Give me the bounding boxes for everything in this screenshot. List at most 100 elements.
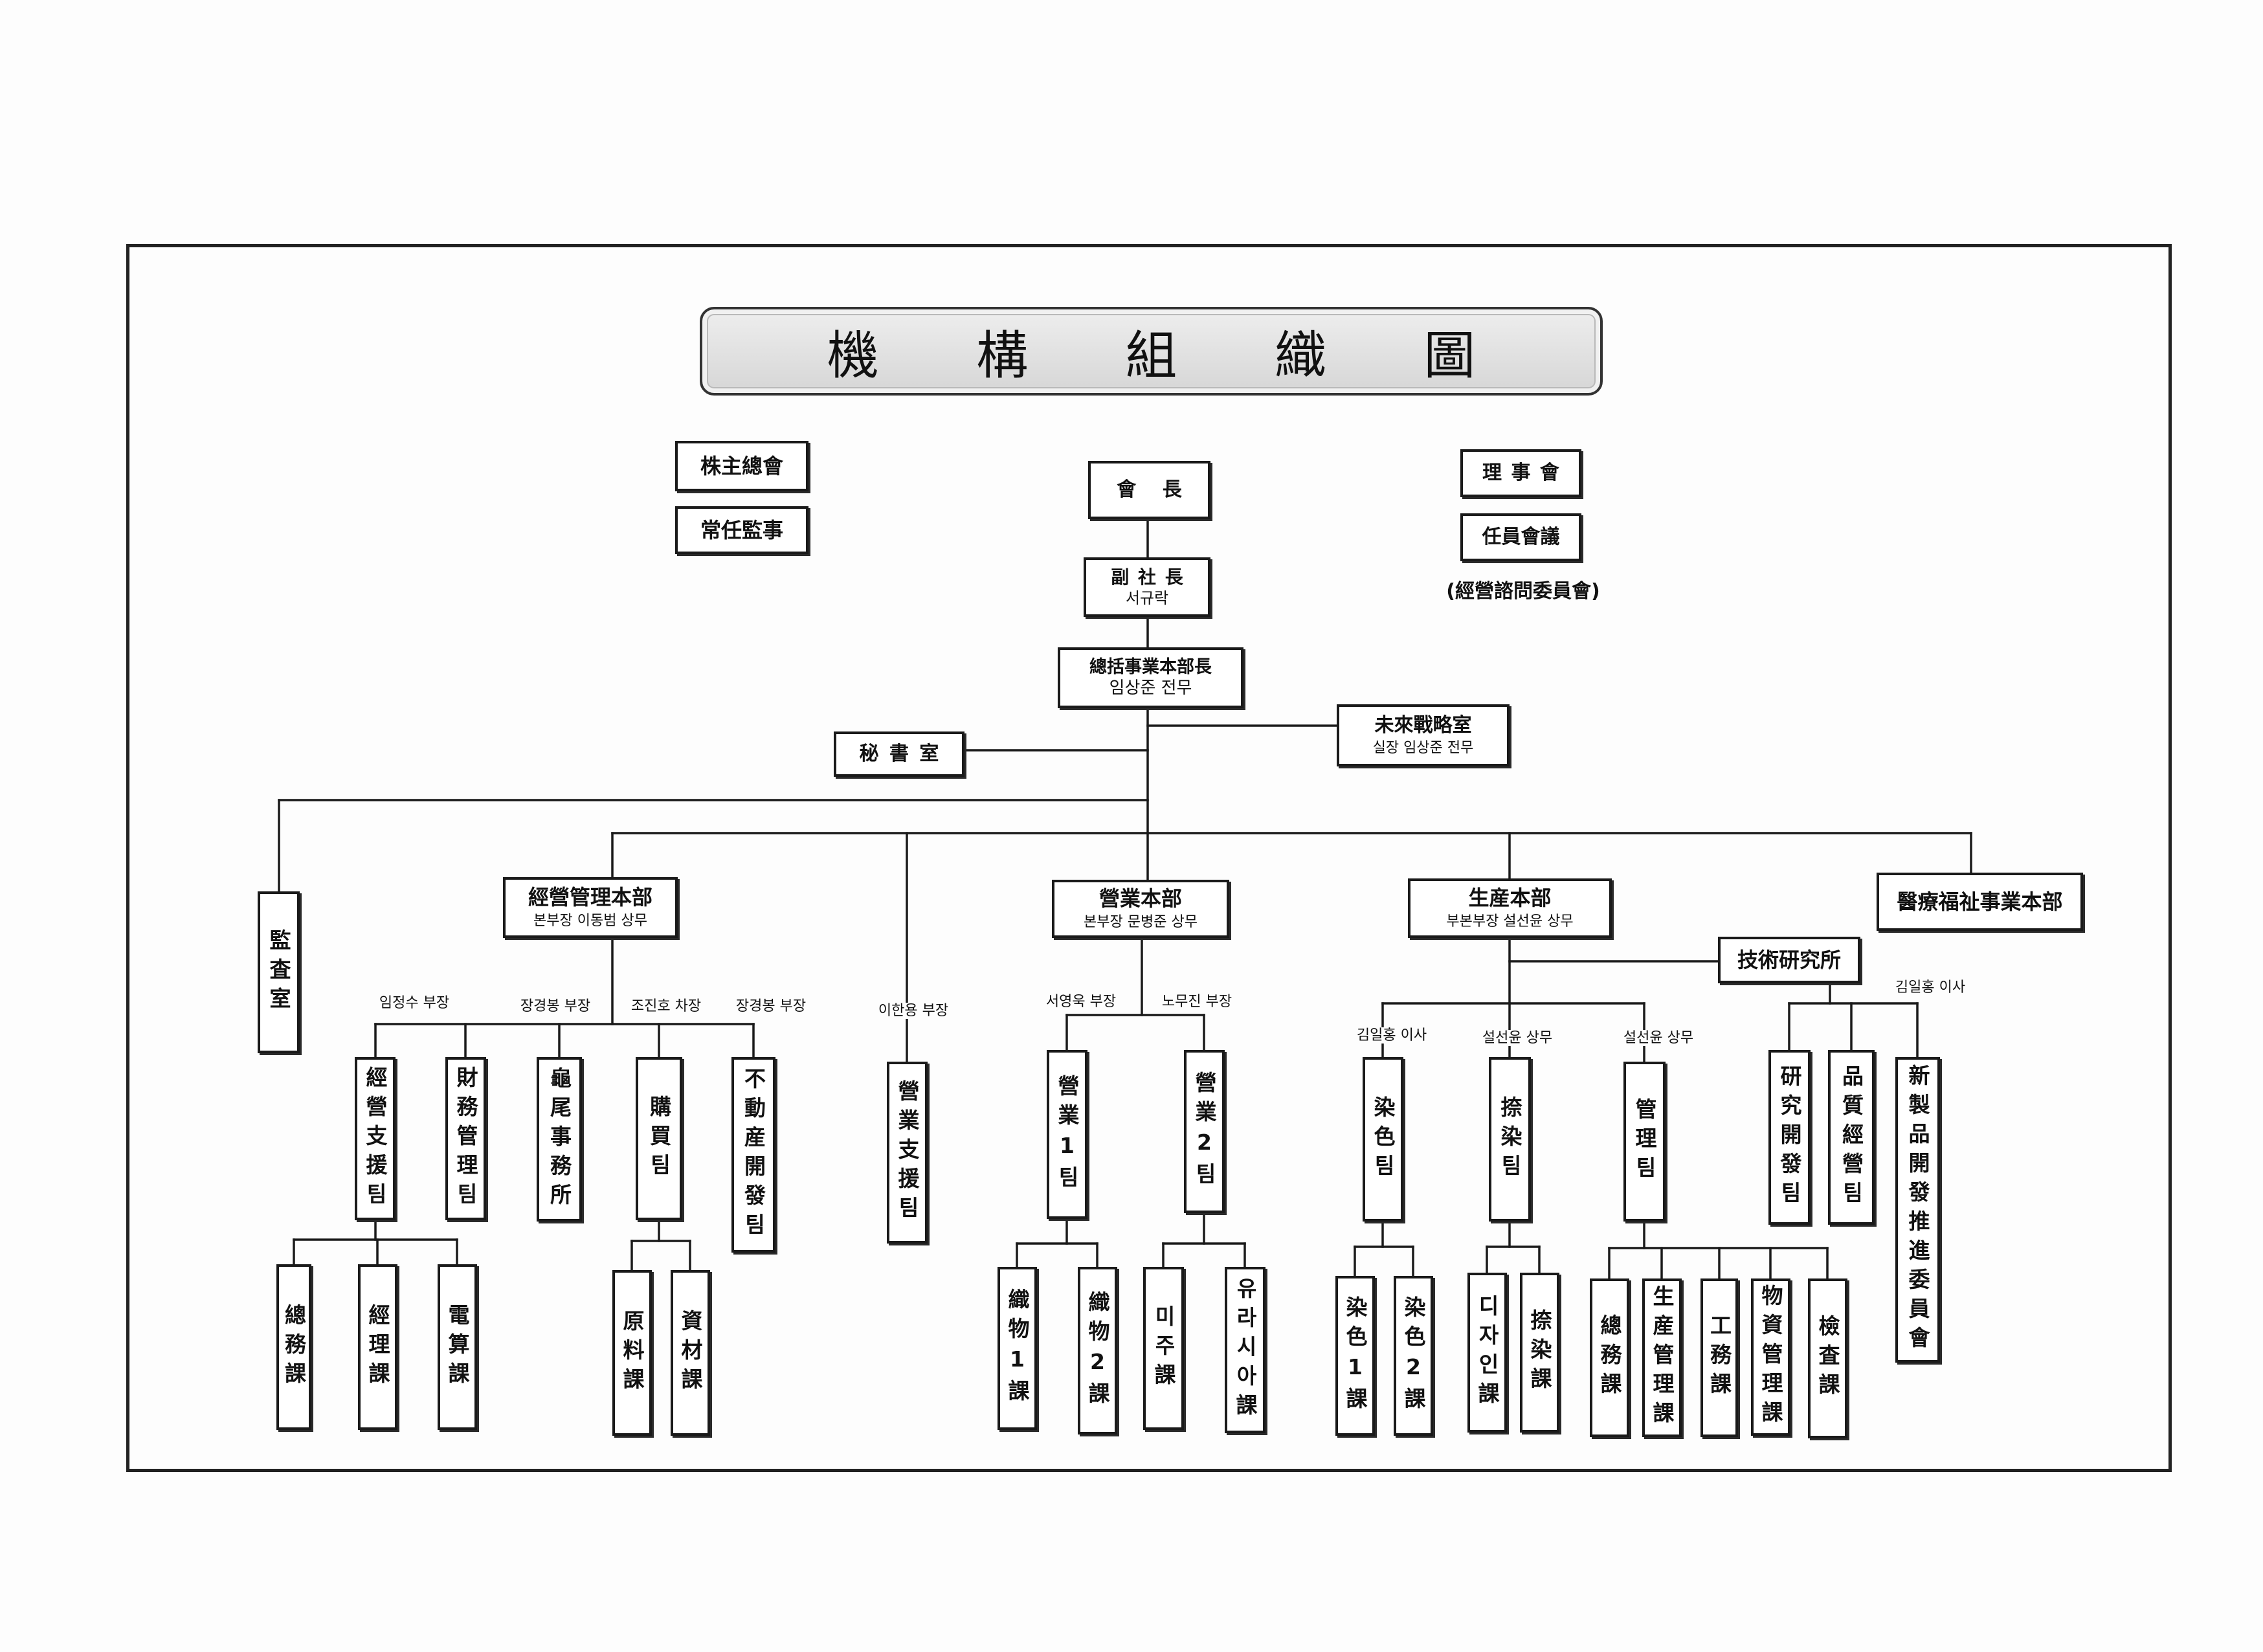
team-box: 龜尾事務所 (537, 1057, 582, 1222)
box-person: 본부장 문병준 상무 (1084, 914, 1198, 931)
manager-name: 임정수 부장 (377, 995, 452, 1011)
board-of-directors-box: 理 事 會 (1460, 449, 1581, 497)
manager-name: 김일홍 이사 (1354, 1027, 1429, 1044)
box-person: 임상준 전무 (1109, 678, 1192, 698)
section-box: 染色2課 (1394, 1276, 1433, 1436)
manager-label: 설선윤 상무 (1453, 1030, 1582, 1047)
section-label: 工務課 (1706, 1314, 1732, 1401)
box-label: 株主總會 (700, 453, 783, 478)
manager-name: 장경봉 부장 (518, 998, 593, 1014)
team-label: 管理팀 (1632, 1098, 1657, 1185)
team-label: 財務管理팀 (453, 1066, 478, 1212)
team-label: 捺染팀 (1497, 1095, 1522, 1183)
section-label: 資材課 (678, 1309, 703, 1397)
box-label: 經營管理本部 (528, 885, 652, 910)
team-box: 經營支援팀 (355, 1057, 396, 1220)
team-label: 研究開發팀 (1777, 1064, 1802, 1211)
box-label: 總括事業本部長 (1089, 657, 1212, 678)
section-box: 工務課 (1700, 1278, 1738, 1437)
audit-office-box: 監査室 (258, 891, 300, 1053)
vice-president-box: 副 社 長 서규락 (1084, 557, 1210, 617)
section-label: 總務課 (281, 1303, 307, 1391)
chart-title: 機 構 組 織 圖 (827, 325, 1476, 386)
section-box: 檢査課 (1808, 1278, 1847, 1438)
box-person: 실장 임상준 전무 (1372, 740, 1474, 757)
team-label: 營業2팀 (1192, 1071, 1217, 1192)
box-label: 生産本部 (1468, 886, 1552, 911)
section-label: 미주課 (1151, 1304, 1176, 1392)
production-hq-box: 生産本部 부본부장 설선윤 상무 (1408, 878, 1612, 938)
team-box: 研究開發팀 (1768, 1050, 1811, 1225)
box-label: 會 長 (1117, 478, 1182, 501)
team-box: 財務管理팀 (445, 1057, 486, 1220)
section-label: 染色1課 (1343, 1295, 1368, 1416)
team-box: 不動産開發팀 (731, 1057, 775, 1253)
team-label: 營業支援팀 (895, 1080, 920, 1225)
section-box: 유라시아課 (1225, 1267, 1265, 1433)
box-label: 監査室 (266, 928, 291, 1016)
box-label: 理 事 會 (1482, 461, 1559, 484)
section-box: 미주課 (1143, 1267, 1184, 1430)
team-label: 龜尾事務所 (546, 1066, 572, 1212)
strategy-office-box: 未來戰略室 실장 임상준 전무 (1337, 704, 1510, 766)
section-label: 檢査課 (1815, 1315, 1840, 1402)
box-label: 營業本部 (1098, 886, 1182, 911)
team-label: 新製品開發推進委員會 (1905, 1064, 1930, 1356)
section-label: 經理課 (365, 1303, 390, 1391)
box-person: 서규락 (1125, 588, 1169, 607)
manager-name: 노무진 부장 (1159, 994, 1234, 1010)
general-head-box: 總括事業本部長 임상준 전무 (1058, 647, 1243, 708)
manager-label: 임정수 부장 (350, 995, 479, 1012)
manager-label: 김일홍 이사 (1327, 1027, 1456, 1044)
chairman-box: 會 長 (1088, 461, 1210, 519)
section-box: 資材課 (671, 1270, 710, 1436)
box-label: 常任監事 (700, 517, 783, 542)
team-box: 捺染팀 (1489, 1057, 1531, 1222)
manager-name: 설선윤 상무 (1480, 1030, 1555, 1046)
section-box: 總務課 (1590, 1278, 1629, 1437)
section-label: 染色2課 (1401, 1295, 1426, 1416)
team-label: 購買팀 (646, 1095, 672, 1183)
box-person: 본부장 이동범 상무 (533, 913, 647, 930)
sales-hq-box: 營業本部 본부장 문병준 상무 (1052, 880, 1229, 938)
team-box: 營業2팀 (1184, 1050, 1225, 1213)
section-box: 總務課 (276, 1264, 311, 1430)
section-box: 經理課 (358, 1264, 397, 1430)
box-label: 未來戰略室 (1374, 713, 1472, 737)
box-label: 技術研究所 (1737, 947, 1841, 972)
shareholders-meeting-box: 株主總會 (675, 441, 808, 491)
team-box: 營業支援팀 (887, 1062, 928, 1244)
section-label: 原料課 (619, 1309, 645, 1397)
section-box: 捺染課 (1520, 1273, 1559, 1433)
section-label: 電算課 (445, 1303, 470, 1391)
box-label: 醫療福祉事業本部 (1897, 889, 2063, 914)
section-label: 디자인課 (1475, 1294, 1500, 1411)
team-label: 營業1팀 (1054, 1074, 1080, 1195)
manager-name: 이한용 부장 (876, 1003, 951, 1019)
box-label: 秘 書 室 (859, 742, 939, 765)
section-label: 總務課 (1597, 1314, 1622, 1401)
executive-meeting-box: 任員會議 (1460, 513, 1581, 561)
section-label: 織物1課 (1005, 1288, 1030, 1409)
advisory-committee-note: (經營諮問委員會) (1446, 580, 1600, 603)
team-label: 不動産開發팀 (741, 1067, 766, 1242)
team-box: 管理팀 (1623, 1062, 1666, 1222)
manager-label: 노무진 부장 (1132, 994, 1262, 1010)
section-box: 電算課 (438, 1264, 477, 1430)
team-label: 染色팀 (1370, 1095, 1396, 1183)
section-label: 物資管理課 (1758, 1284, 1783, 1430)
chart-frame (126, 244, 2172, 1472)
team-box: 染色팀 (1363, 1057, 1403, 1222)
secretary-office-box: 秘 書 室 (834, 731, 964, 777)
section-box: 織物1課 (998, 1267, 1037, 1430)
management-hq-box: 經營管理本部 본부장 이동범 상무 (503, 877, 678, 938)
team-label: 經營支援팀 (362, 1066, 388, 1212)
team-box: 購買팀 (636, 1057, 682, 1220)
standing-auditor-box: 常任監事 (675, 506, 808, 554)
section-box: 物資管理課 (1751, 1278, 1790, 1436)
manager-label: 설선윤 상무 (1594, 1030, 1723, 1047)
team-box: 品質經營팀 (1828, 1050, 1875, 1225)
section-box: 生産管理課 (1642, 1278, 1682, 1437)
team-box: 營業1팀 (1047, 1050, 1087, 1219)
